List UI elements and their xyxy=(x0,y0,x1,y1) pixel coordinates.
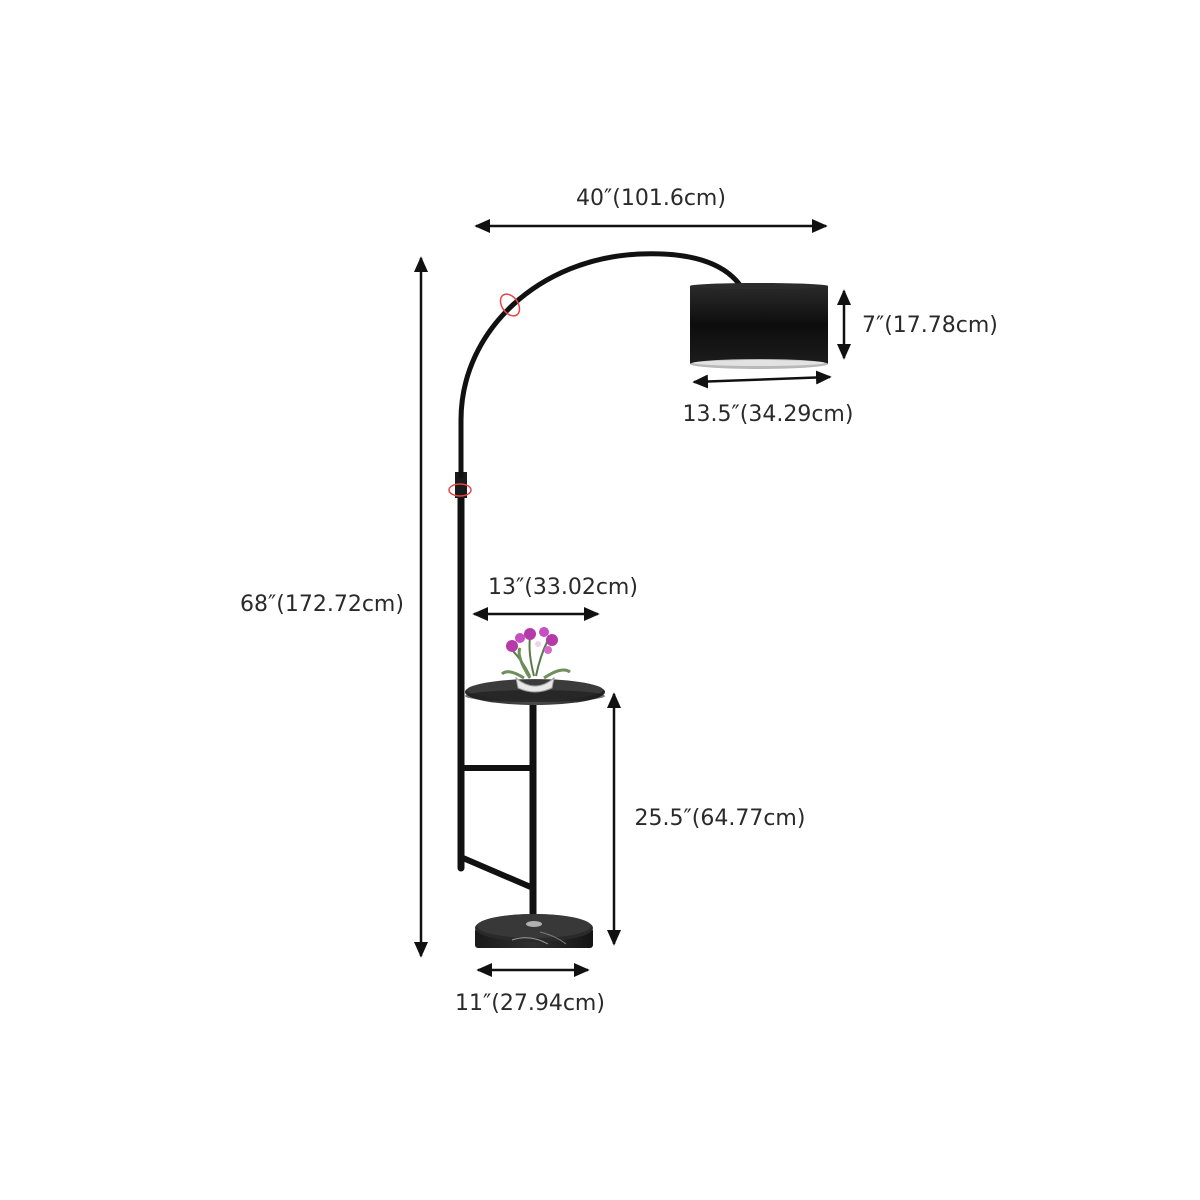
shade-diameter-label: 13.5″(34.29cm) xyxy=(683,402,854,427)
orchid-decoration xyxy=(500,627,571,693)
frame-brace xyxy=(460,855,536,891)
lamp-body xyxy=(455,251,745,922)
total-height-label: 68″(172.72cm) xyxy=(240,592,404,617)
shade-height-label: 7″(17.78cm) xyxy=(862,313,998,338)
marble-base xyxy=(475,914,593,948)
table-diameter-label: 13″(33.02cm) xyxy=(488,575,638,600)
arc-width-label: 40″(101.6cm) xyxy=(576,186,726,211)
dimension-lines xyxy=(414,219,851,977)
pole-joint-highlight-icon xyxy=(448,483,472,497)
base-diameter-label: 11″(27.94cm) xyxy=(455,991,605,1016)
shade-diameter-dim-line xyxy=(692,370,832,389)
pole-joint xyxy=(455,472,467,498)
arc-joint-highlight-icon xyxy=(499,293,521,317)
table-height-label: 25.5″(64.77cm) xyxy=(635,806,806,831)
lamp-arc-arm xyxy=(458,251,745,479)
lamp-shade xyxy=(690,283,828,369)
